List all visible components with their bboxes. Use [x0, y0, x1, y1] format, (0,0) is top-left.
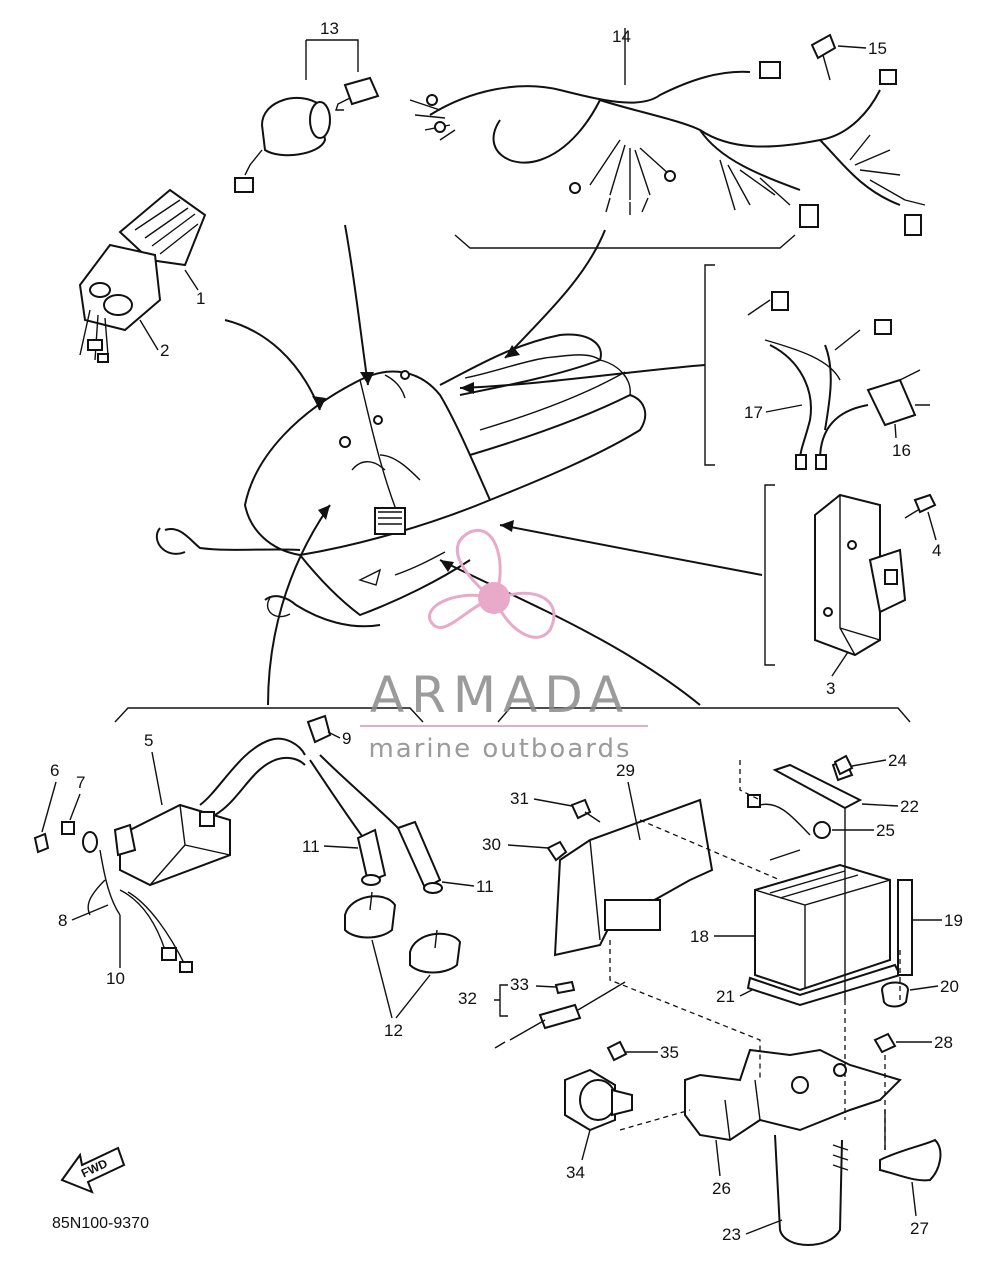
fwd-arrow: FWD [60, 1146, 126, 1194]
callout-5: 5 [144, 731, 153, 750]
callout-35: 35 [660, 1043, 679, 1062]
callout-14: 14 [612, 27, 631, 46]
callout-25: 25 [876, 821, 895, 840]
callout-16: 16 [892, 441, 911, 460]
callout-4: 4 [932, 541, 941, 560]
callout-26: 26 [712, 1179, 731, 1198]
part-switch-16-17 [704, 264, 930, 470]
callout-32: 32 [458, 989, 477, 1008]
callout-34: 34 [566, 1163, 585, 1182]
watermark-title: ARMADA [370, 666, 630, 724]
callout-10: 10 [106, 969, 125, 988]
callout-24: 24 [888, 751, 907, 770]
part-15 [810, 33, 837, 81]
part-harness-14 [409, 28, 926, 249]
callout-20: 20 [940, 977, 959, 996]
part-ignition-coil-5-12 [33, 707, 462, 974]
watermark: ARMADA marine outboards [360, 528, 648, 764]
part-battery-group [494, 707, 942, 1246]
callout-28: 28 [934, 1033, 953, 1052]
callout-9: 9 [342, 729, 351, 748]
callout-11a: 11 [302, 837, 320, 856]
callout-8: 8 [58, 911, 67, 930]
callout-6: 6 [50, 761, 59, 780]
callout-21: 21 [716, 987, 735, 1006]
callout-15: 15 [868, 39, 887, 58]
snowmobile-body [155, 333, 647, 628]
connector-arrows [224, 224, 763, 706]
callout-12: 12 [384, 1021, 403, 1040]
callout-17: 17 [744, 403, 763, 422]
callout-11b: 11 [476, 877, 494, 896]
diagram-code: 85N100-9370 [52, 1215, 149, 1232]
part-key-switch-13 [234, 39, 380, 193]
watermark-subtitle: marine outboards [368, 734, 631, 764]
callout-13: 13 [320, 19, 339, 38]
callout-30: 30 [482, 835, 501, 854]
callout-19: 19 [944, 911, 963, 930]
callout-2: 2 [160, 341, 169, 360]
callout-22: 22 [900, 797, 919, 816]
callout-31: 31 [510, 789, 529, 808]
callout-29: 29 [616, 761, 635, 780]
callout-23: 23 [722, 1225, 741, 1244]
callout-1: 1 [196, 289, 205, 308]
callout-33: 33 [510, 975, 529, 994]
callout-7: 7 [76, 773, 85, 792]
callouts: 1 2 3 4 5 6 7 8 9 10 11 11 12 13 14 15 1… [41, 19, 963, 1244]
callout-18: 18 [690, 927, 709, 946]
callout-3: 3 [826, 679, 835, 698]
part-cdi-3-4 [764, 484, 937, 666]
part-switch-1-2 [78, 188, 207, 363]
callout-27: 27 [910, 1219, 929, 1238]
propeller-logo [428, 528, 556, 639]
